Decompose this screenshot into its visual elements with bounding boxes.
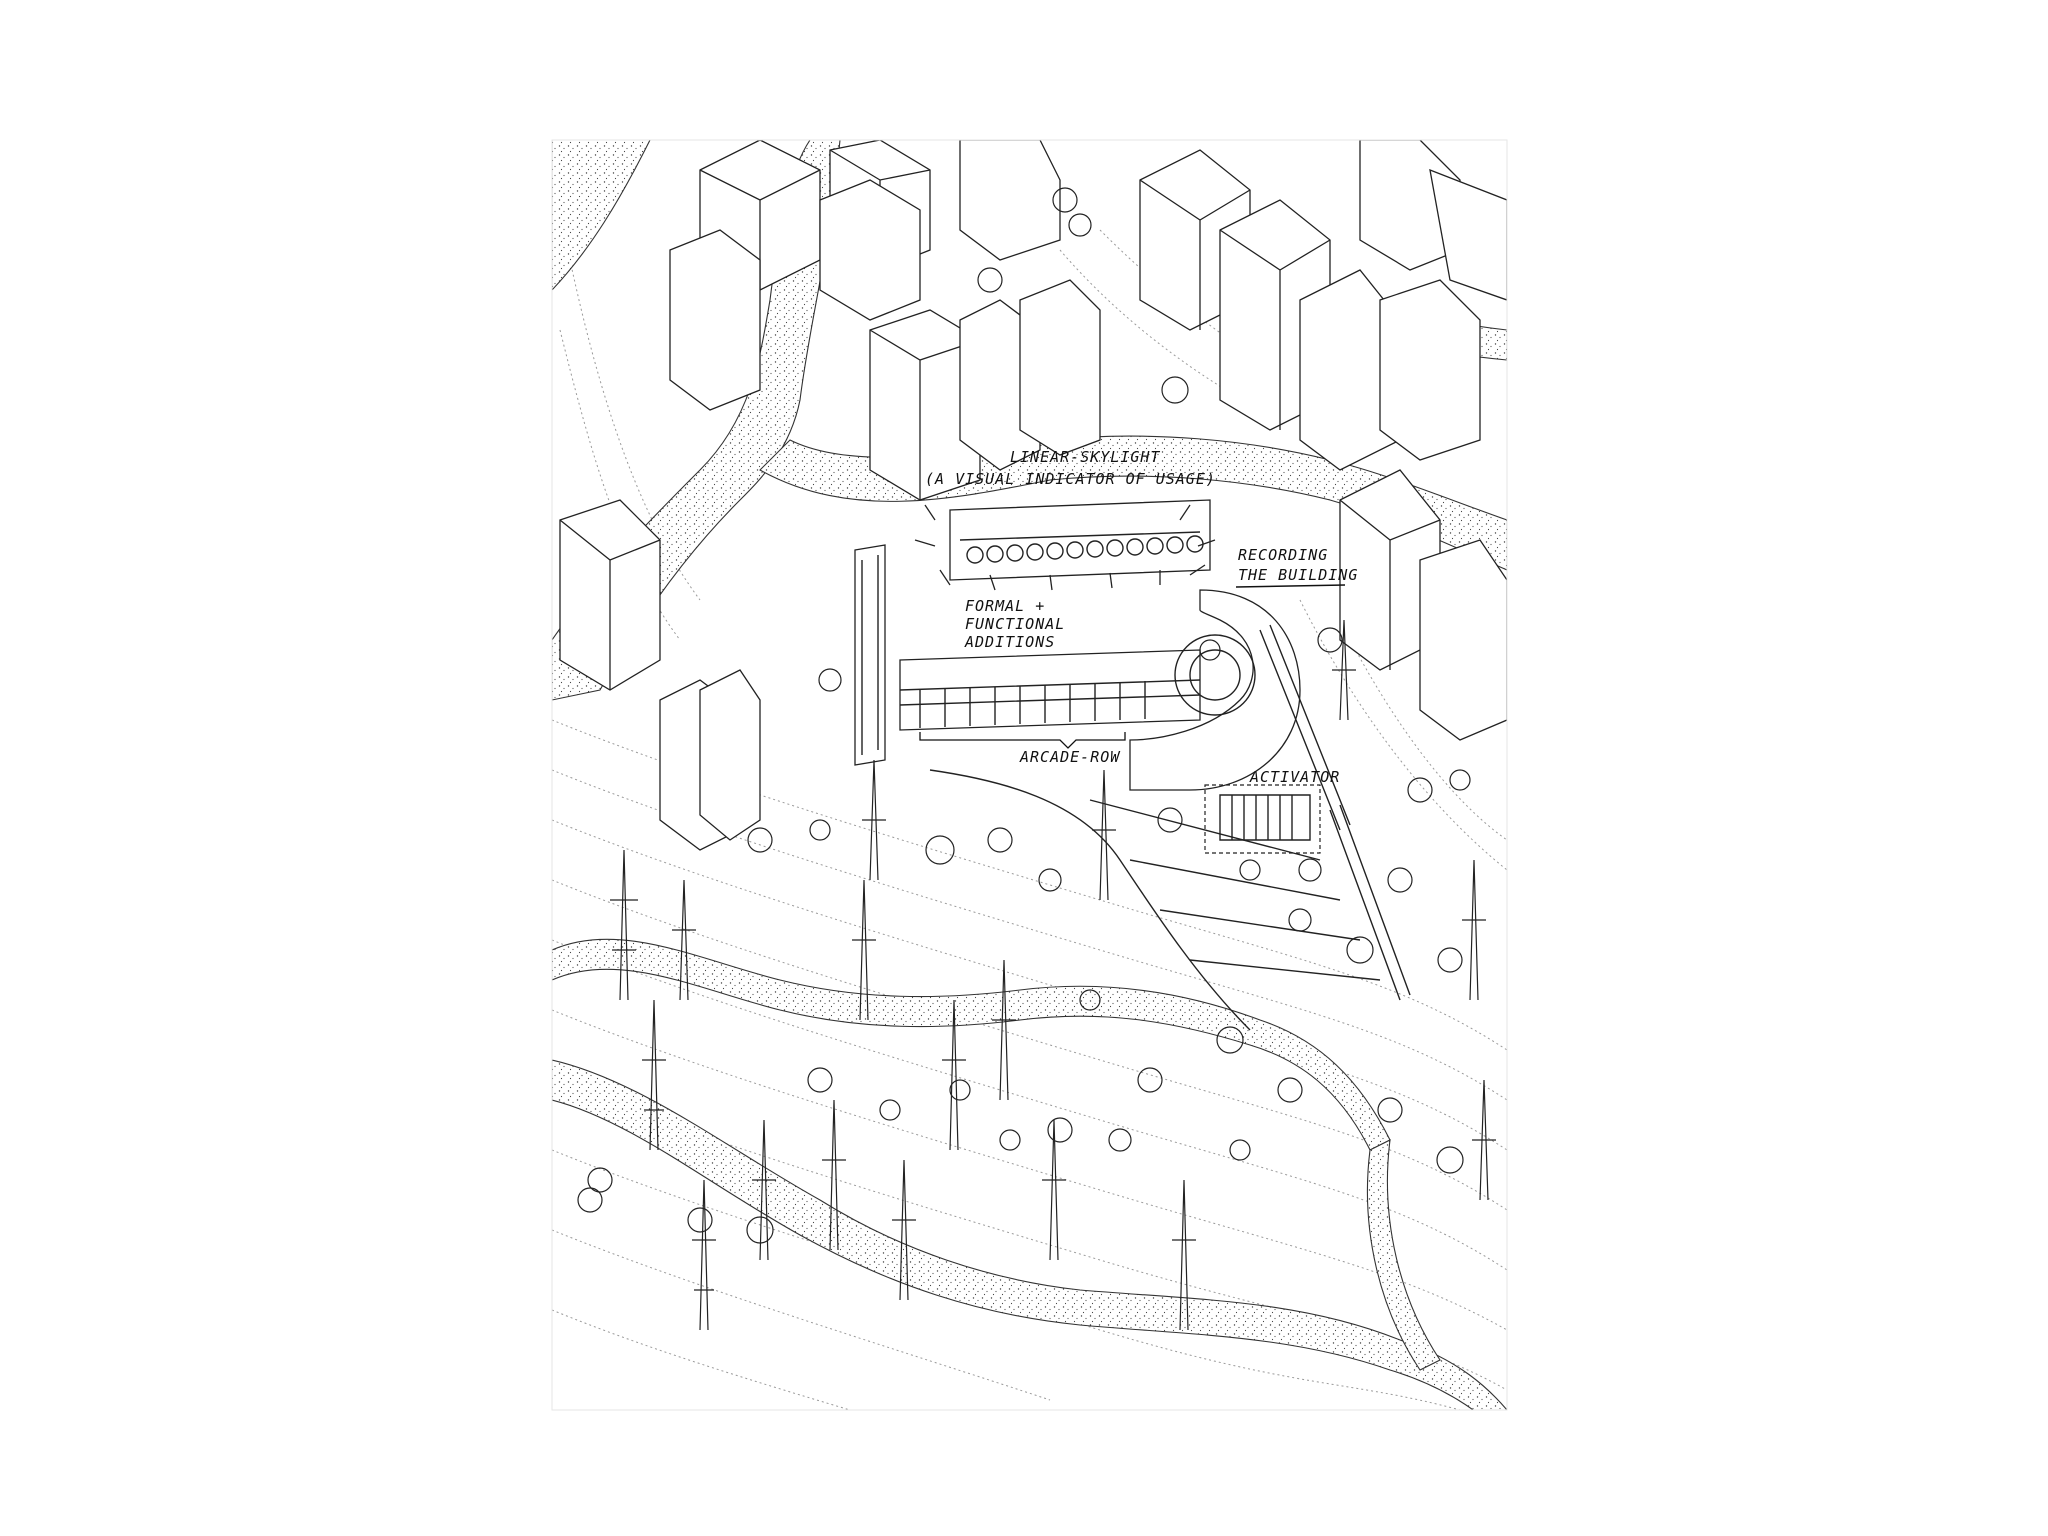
frame-border [551, 139, 1508, 1411]
trees [577, 187, 1496, 1331]
main-building [854, 499, 1411, 1031]
additions-label-line3: ADDITIONS [964, 633, 1055, 651]
activator-label: ACTIVATOR [1249, 768, 1340, 786]
skylight-rays [914, 504, 1216, 591]
annotations: LINEAR-SKYLIGHT (A VISUAL INDICATOR OF U… [914, 448, 1358, 786]
additions-label-line1: FORMAL + [965, 597, 1045, 615]
additions-label-line2: FUNCTIONAL [965, 615, 1065, 633]
recording-label-line1: RECORDING [1238, 546, 1328, 564]
village-houses [559, 140, 1507, 851]
recording-label-line2: THE BUILDING [1238, 566, 1358, 584]
skylight-rings [966, 535, 1204, 564]
arcade-bracket [919, 732, 1126, 749]
recording-underline [1235, 584, 1346, 588]
skylight-label-line2: (A VISUAL INDICATOR OF USAGE) [925, 470, 1216, 488]
activator-frame [1204, 784, 1321, 854]
skylight-label-line1: LINEAR-SKYLIGHT [1010, 448, 1160, 466]
arcade-label: ARCADE-ROW [1019, 748, 1121, 766]
drawing-frame [552, 140, 1507, 1410]
